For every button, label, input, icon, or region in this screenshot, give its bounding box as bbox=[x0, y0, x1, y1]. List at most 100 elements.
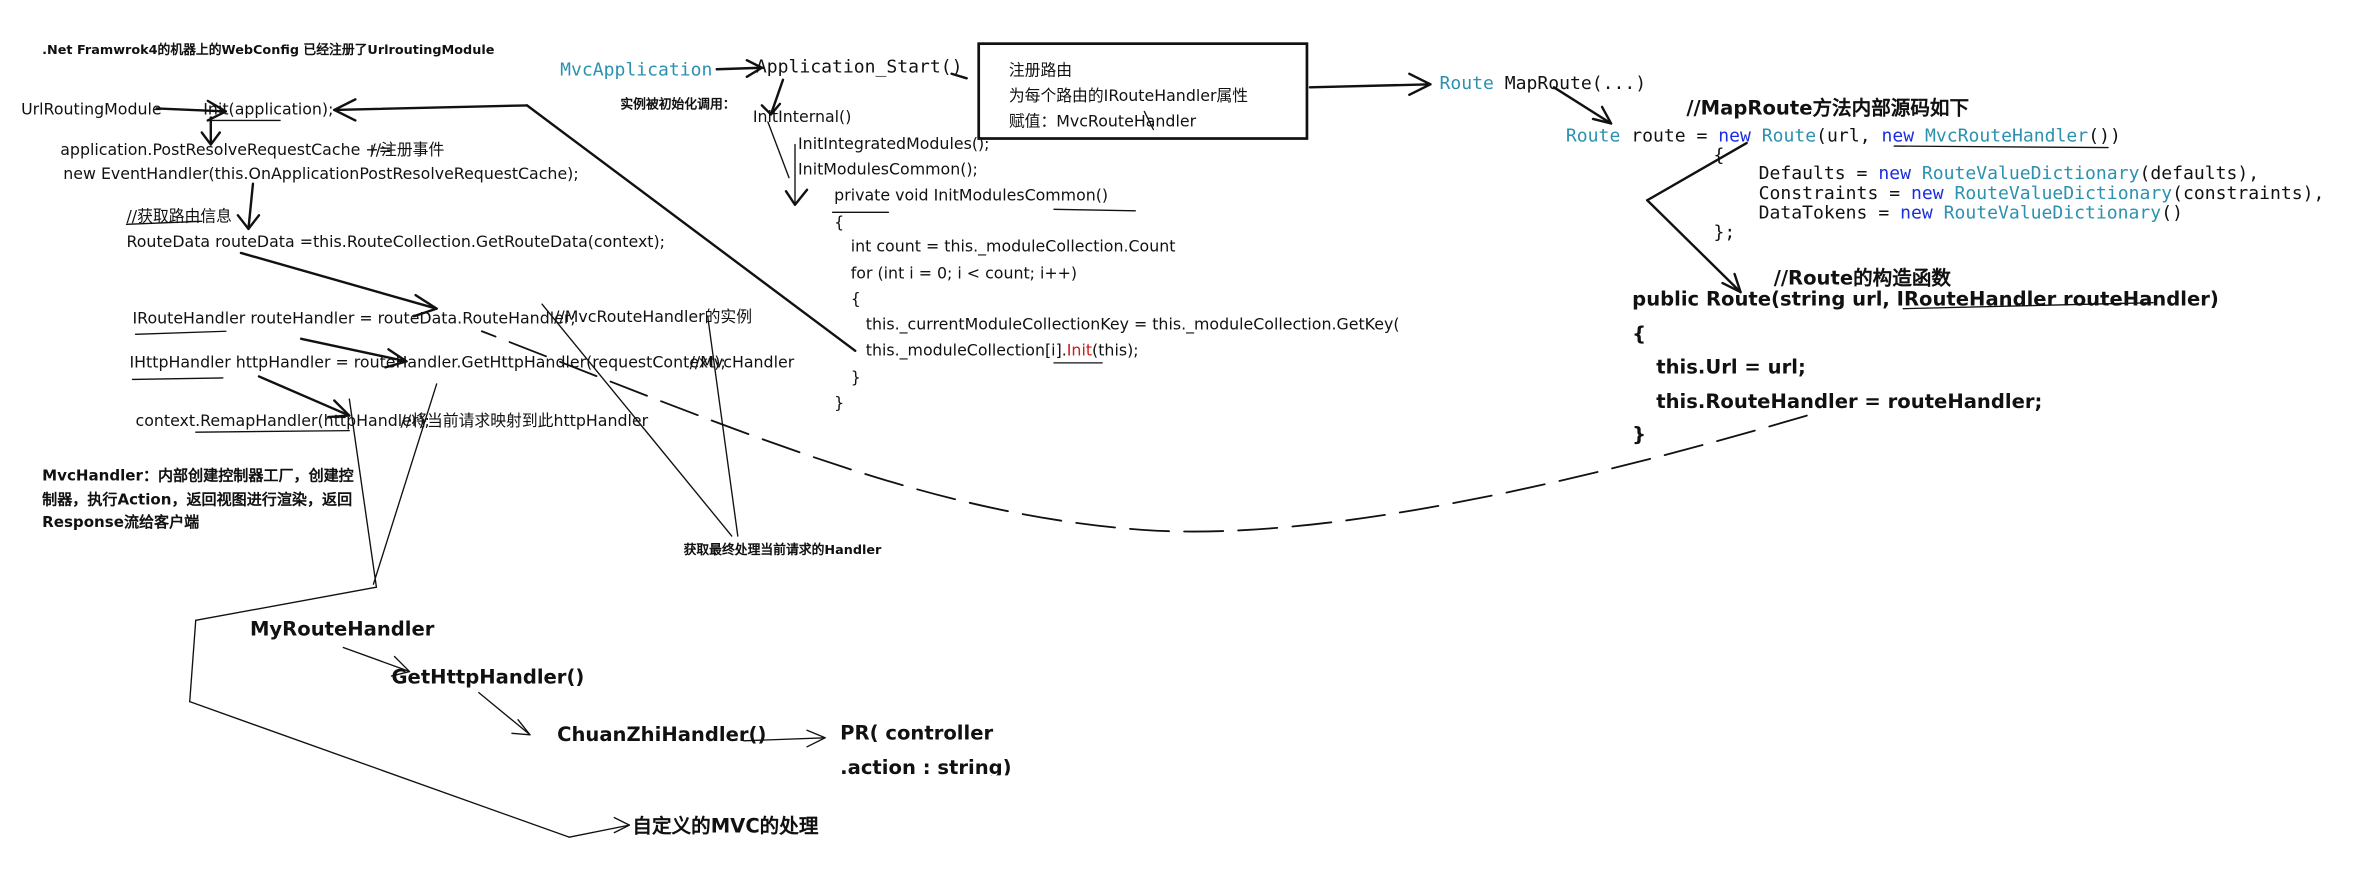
arrow-chuanzhi-to-pr bbox=[743, 737, 826, 742]
mvchandler-note-line-2: 制器，执行Action，返回视图进行渲染，返回 bbox=[42, 491, 353, 509]
route-decl-var: route = bbox=[1620, 124, 1719, 147]
chuanzhihandler-label: ChuanZhiHandler() bbox=[557, 724, 767, 747]
constraints-new: new bbox=[1910, 182, 1944, 204]
instance-init-note: 实例被初始化调用： bbox=[620, 97, 736, 113]
routedata-line: RouteData routeData =this.RouteCollectio… bbox=[126, 233, 666, 252]
final-handler-note: 获取最终处理当前请求的Handler bbox=[683, 543, 882, 559]
arrow-to-routedata bbox=[247, 182, 255, 231]
for-line: for (int i = 0; i < count; i++) bbox=[850, 265, 1078, 284]
box-line-3: 赋值：MvcRouteHandler bbox=[1008, 112, 1197, 131]
ctor-signature: public Route(string url, IRouteHandler r… bbox=[1632, 289, 2219, 312]
constraints-args: (constraints), bbox=[2172, 182, 2325, 204]
arrow-to-remap bbox=[257, 375, 351, 417]
constraints-line: Constraints = new RouteValueDictionary(c… bbox=[1759, 184, 2325, 202]
arrow-to-route-ctor bbox=[1646, 199, 1742, 294]
datatokens-type: RouteValueDictionary bbox=[1943, 201, 2162, 223]
initmodulescommon-call: InitModulesCommon(); bbox=[798, 161, 978, 180]
datatokens-line: DataTokens = new RouteValueDictionary() bbox=[1759, 203, 2183, 221]
current-key-line: this._currentModuleCollectionKey = this.… bbox=[865, 316, 1400, 335]
arrow-box-to-maproute bbox=[1308, 83, 1432, 89]
arrow-maproute-to-decl bbox=[1552, 86, 1613, 125]
mvchandler-note-line-1: MvcHandler：内部创建控制器工厂，创建控 bbox=[42, 468, 354, 485]
method-brace-close: } bbox=[834, 394, 845, 413]
defaults-new: new bbox=[1878, 162, 1911, 184]
arrow-start-to-initinternal bbox=[769, 78, 785, 116]
datatokens-args: () bbox=[2161, 201, 2183, 223]
defaults-line: Defaults = new RouteValueDictionary(defa… bbox=[1759, 164, 2259, 182]
arrow-to-httphandler bbox=[299, 337, 408, 363]
route-decl-end: ()) bbox=[2088, 124, 2121, 147]
eventhandler-line: new EventHandler(this.OnApplicationPostR… bbox=[63, 165, 579, 184]
initializer-brace-open: { bbox=[1713, 144, 1725, 166]
ctor-url-line: this.Url = url; bbox=[1656, 356, 1806, 380]
init-application-call: Init(application); bbox=[203, 100, 334, 119]
initintegratedmodules-call: InitIntegratedModules(); bbox=[798, 135, 990, 154]
line-to-custom-mvc bbox=[189, 700, 570, 838]
routehandler-comment: //MvcRouteHandler的实例 bbox=[554, 308, 753, 327]
box-line-2: 为每个路由的IRouteHandler属性 bbox=[1008, 87, 1249, 106]
arrow-mvcapp-to-start bbox=[715, 66, 764, 71]
httphandler-comment: //MvcHandler bbox=[689, 353, 795, 372]
remap-comment: //将当前请求映射到此httpHandler bbox=[400, 412, 649, 431]
init-args-text: (this); bbox=[1092, 341, 1139, 360]
ctor-handler-line: this.RouteHandler = routeHandler; bbox=[1656, 391, 2043, 415]
constraints-text: Constraints = bbox=[1758, 182, 1911, 204]
constraints-type: RouteValueDictionary bbox=[1954, 182, 2173, 204]
box-line-1: 注册路由 bbox=[1008, 61, 1073, 80]
route-decl-args: (url, bbox=[1816, 124, 1882, 147]
maproute-comment: //MapRoute方法内部源码如下 bbox=[1686, 97, 1970, 121]
route-decl-type: Route bbox=[1565, 124, 1621, 147]
method-signature: private void InitModulesCommon() bbox=[834, 186, 1109, 205]
defaults-text: Defaults = bbox=[1758, 162, 1879, 184]
route-decl-new: new bbox=[1718, 124, 1751, 147]
remap-line: context.RemapHandler(httpHandler); bbox=[135, 412, 430, 431]
resolve-cache-line: application.PostResolveRequestCache += bbox=[60, 141, 392, 160]
register-event-comment: //注册事件 bbox=[370, 141, 445, 160]
httphandler-line: IHttpHandler httpHandler = routeHandler.… bbox=[129, 353, 726, 372]
route-decl-new-2: new bbox=[1881, 124, 1915, 147]
pr-line-2-clip: .action : string) bbox=[837, 753, 1018, 776]
init-highlight: Init bbox=[1066, 341, 1093, 360]
pr-line-2: .action : string) bbox=[840, 757, 1012, 776]
pr-line-1: PR( controller bbox=[840, 722, 994, 746]
application-start-label: Application_Start() bbox=[755, 55, 963, 77]
mvchandler-note: MvcHandler：内部创建控制器工厂，创建控 制器，执行Action，返回视… bbox=[42, 465, 354, 535]
gethttphandler-label: GetHttpHandler() bbox=[391, 667, 585, 690]
urlroutingmodule-label: UrlRoutingModule bbox=[21, 100, 162, 119]
ctor-comment: //Route的构造函数 bbox=[1773, 268, 1951, 291]
mvchandler-note-line-3: Response流给客户端 bbox=[42, 514, 200, 532]
arrow-urlmodule-to-init bbox=[155, 107, 228, 113]
custom-mvc-label: 自定义的MVC的处理 bbox=[632, 816, 819, 839]
route-declaration: Route route = new Route(url, new MvcRout… bbox=[1566, 126, 2121, 144]
ctor-brace-open: { bbox=[1632, 323, 1647, 347]
module-init-line: this._moduleCollection[i].Init(this); bbox=[866, 343, 1139, 359]
initinternal-call: InitInternal() bbox=[752, 108, 852, 127]
method-brace-open: { bbox=[834, 213, 845, 232]
route-decl-handler: MvcRouteHandler bbox=[1925, 124, 2089, 147]
arrow-init-this-to-init-application bbox=[525, 104, 857, 353]
maproute-label: Route MapRoute(...) bbox=[1439, 74, 1646, 92]
route-decl-ctor: Route bbox=[1761, 124, 1817, 147]
for-brace-open: { bbox=[850, 290, 861, 309]
arrow-routedata-to-routehandler bbox=[239, 251, 438, 310]
register-route-box bbox=[977, 42, 1309, 140]
mvcapplication-label: MvcApplication bbox=[560, 58, 713, 80]
datatokens-text: DataTokens = bbox=[1758, 201, 1901, 223]
note-webconfig: .Net Framwrok4的机器上的WebConfig 已经注册了Urlrou… bbox=[42, 43, 495, 59]
defaults-args: (defaults), bbox=[2139, 162, 2260, 184]
ctor-brace-close: } bbox=[1632, 424, 1647, 448]
maproute-type: Route bbox=[1439, 72, 1494, 94]
module-collection-text: this._moduleCollection[i]. bbox=[865, 341, 1067, 360]
maproute-call: MapRoute(...) bbox=[1504, 72, 1647, 94]
routehandler-line: IRouteHandler routeHandler = routeData.R… bbox=[132, 310, 576, 329]
myroutehandler-label: MyRouteHandler bbox=[249, 618, 435, 642]
initializer-brace-close: }; bbox=[1713, 221, 1736, 243]
count-line: int count = this._moduleCollection.Count bbox=[850, 237, 1176, 256]
for-brace-close: } bbox=[850, 368, 861, 387]
line-to-final-handler bbox=[541, 303, 733, 537]
line-to-myroutehandler bbox=[348, 398, 378, 588]
defaults-type: RouteValueDictionary bbox=[1921, 162, 2140, 184]
dashed-return-curve bbox=[480, 330, 1808, 533]
datatokens-new: new bbox=[1900, 201, 1933, 223]
